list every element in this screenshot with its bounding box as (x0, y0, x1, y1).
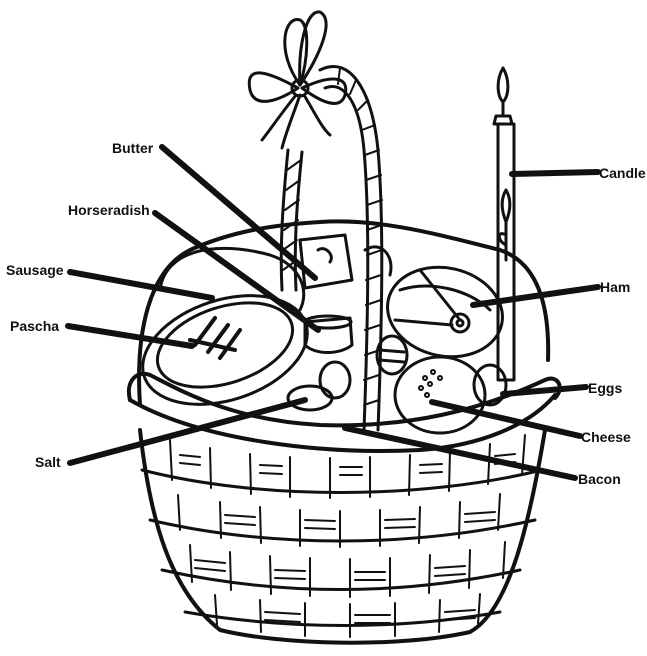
label-butter: Butter (112, 140, 154, 156)
leader-salt (70, 400, 305, 463)
label-salt: Salt (35, 454, 61, 470)
label-eggs: Eggs (588, 380, 622, 396)
label-sausage: Sausage (6, 262, 64, 278)
basket-contents (129, 235, 511, 433)
leader-eggs (503, 387, 586, 394)
label-cheese: Cheese (581, 429, 631, 445)
bow-icon (249, 12, 346, 148)
label-pascha: Pascha (10, 318, 59, 334)
leader-candle (512, 172, 598, 174)
label-ham: Ham (600, 279, 630, 295)
labels: Butter Horseradish Sausage Pascha Salt C… (6, 140, 646, 487)
label-bacon: Bacon (578, 471, 621, 487)
leader-sausage (70, 272, 212, 298)
label-candle: Candle (599, 165, 646, 181)
label-horseradish: Horseradish (68, 202, 150, 218)
